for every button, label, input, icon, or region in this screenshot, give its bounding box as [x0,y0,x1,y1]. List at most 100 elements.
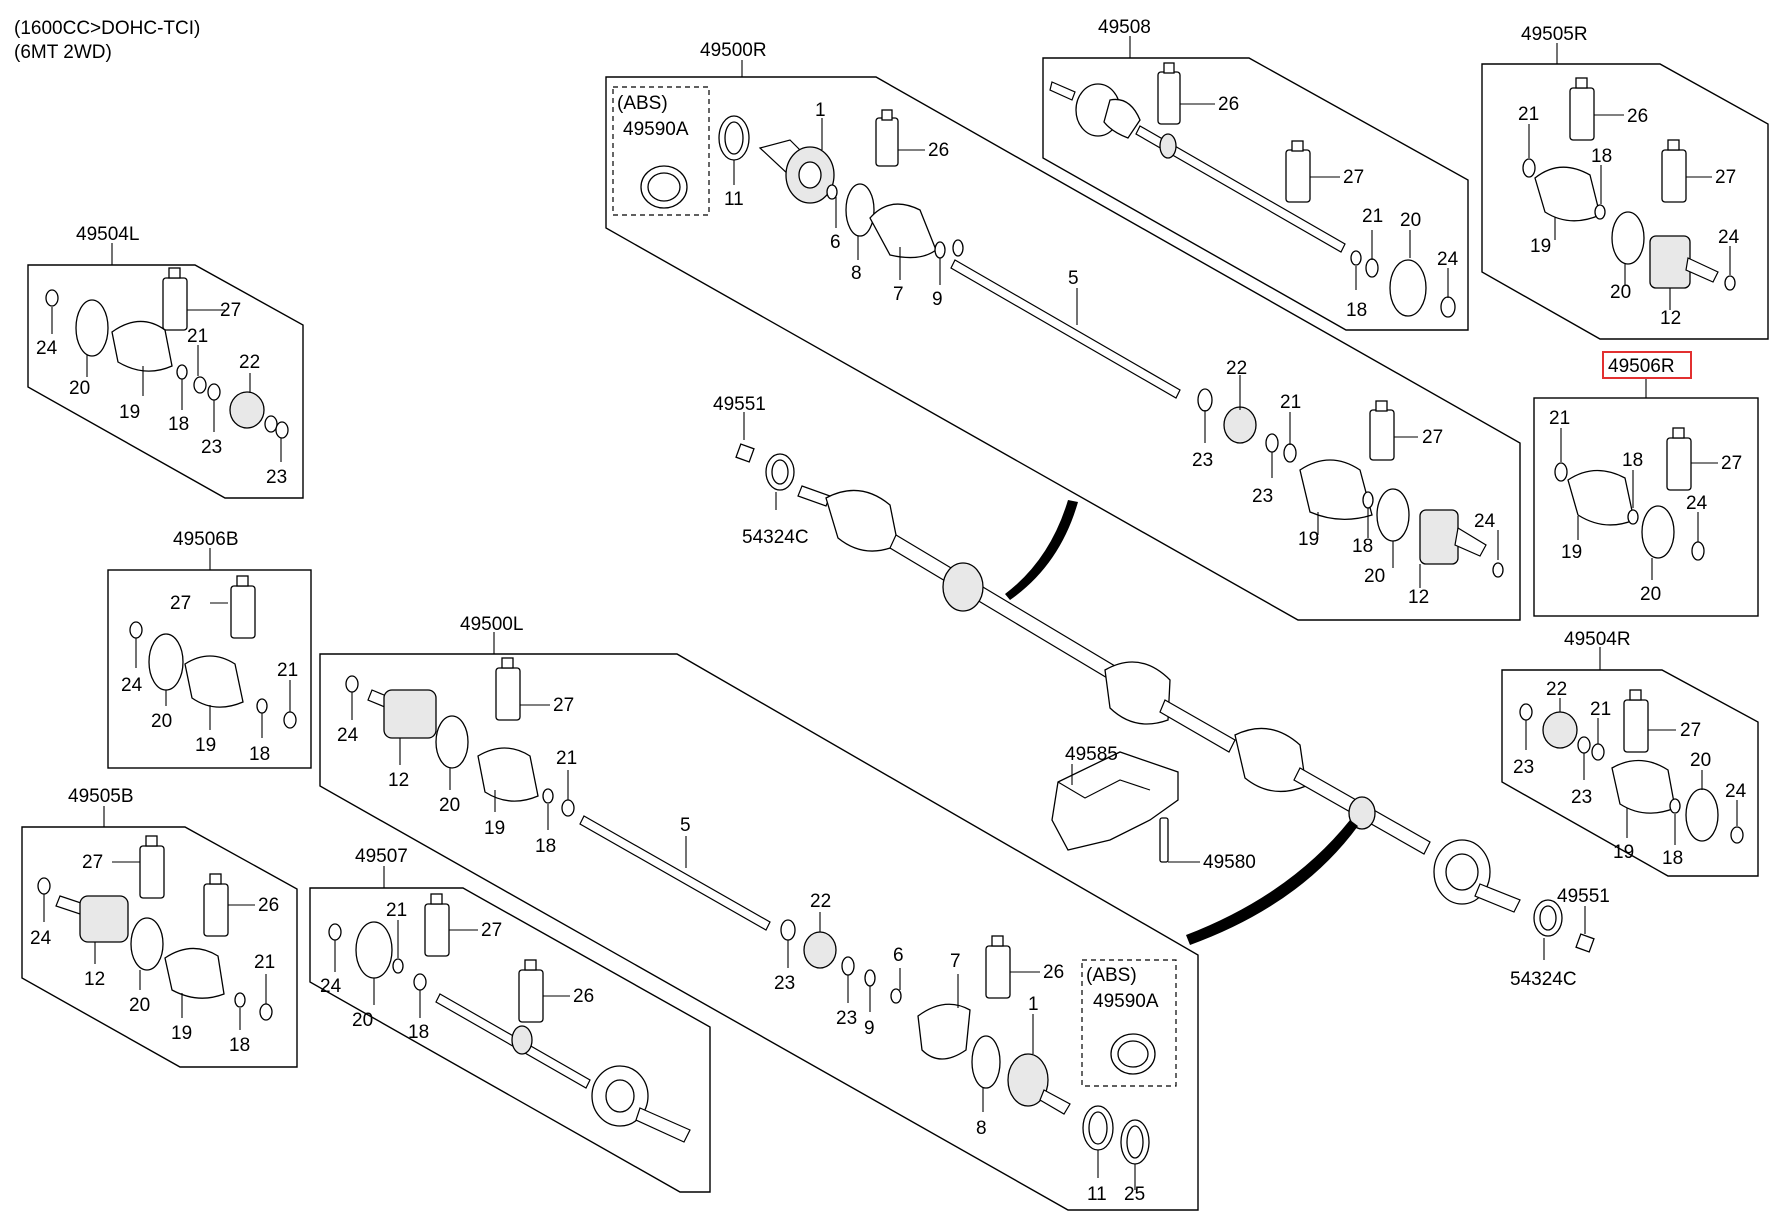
highlight-box [1602,351,1692,379]
label-27: 27 [1680,720,1701,741]
label-25: 25 [1124,1184,1145,1205]
group-49508[interactable]: 49508 26 27 21 20 24 18 [1042,17,1469,331]
label-19: 19 [119,402,140,423]
label-7: 7 [893,284,904,305]
label-21: 21 [1549,408,1570,429]
abs-label: (ABS) [1086,965,1137,986]
group-49507[interactable]: 49507 21 27 24 26 20 18 [309,846,711,1193]
part-49551-top: 49551 [713,394,766,415]
label-12: 12 [388,770,409,791]
connector-band-bottom [1186,820,1358,945]
group-title-49507: 49507 [355,846,408,867]
label-20: 20 [1400,210,1421,231]
label-1: 1 [1028,994,1039,1015]
label-24: 24 [1474,511,1496,532]
part-49551-bottom: 49551 [1557,886,1610,907]
label-18: 18 [1622,450,1643,471]
label-8: 8 [976,1118,987,1139]
label-12: 12 [84,969,105,990]
label-18: 18 [1591,146,1612,167]
group-49500R[interactable]: 49500R (ABS) 49590A [605,40,1521,621]
label-19: 19 [1561,542,1582,563]
label-19: 19 [1613,842,1634,863]
label-19: 19 [1530,236,1551,257]
part-49585: 49585 [1065,744,1118,765]
label-19: 19 [171,1023,192,1044]
label-18: 18 [1352,536,1373,557]
label-23b: 23 [1571,787,1592,808]
inner-boot [1299,459,1373,520]
group-title-49500R: 49500R [700,40,767,61]
label-22: 22 [810,891,831,912]
tripod-housing-L [383,689,437,739]
label-21: 21 [1518,104,1539,125]
group-title-49506B: 49506B [173,529,239,550]
label-1: 1 [815,100,826,121]
label-21: 21 [1590,699,1611,720]
label-21: 21 [1280,392,1301,413]
label-20: 20 [1640,584,1661,605]
label-27: 27 [553,695,574,716]
group-49505R[interactable]: 49505R 21 26 18 27 24 19 20 12 [1481,24,1769,340]
label-24: 24 [337,725,359,746]
label-19: 19 [195,735,216,756]
label-27: 27 [1422,427,1443,448]
group-49504L[interactable]: 49504L 27 24 21 20 22 19 18 23 23 [27,224,304,499]
label-7: 7 [950,951,961,972]
label-24: 24 [320,976,342,997]
label-27: 27 [1721,453,1742,474]
drive-shaft-L [579,815,771,931]
label-20: 20 [69,378,90,399]
label-20: 20 [352,1010,373,1031]
label-27: 27 [1343,167,1364,188]
label-18: 18 [1346,300,1367,321]
label-18: 18 [1662,848,1683,869]
group-49506R[interactable]: 49506R 21 18 27 24 19 20 [1533,351,1759,617]
label-20: 20 [1690,750,1711,771]
label-23a: 23 [201,437,222,458]
label-26: 26 [1218,94,1239,115]
group-49505B[interactable]: 49505B 27 26 24 12 21 20 19 18 [21,786,298,1068]
group-title-49505B: 49505B [68,786,134,807]
label-18: 18 [408,1022,429,1043]
label-26: 26 [1627,106,1648,127]
label-26: 26 [573,986,594,1007]
label-21: 21 [386,900,407,921]
label-20: 20 [439,795,460,816]
boot [869,203,937,259]
label-8: 8 [851,263,862,284]
group-49500L[interactable]: 49500L (ABS) 49590A [319,614,1199,1211]
label-26: 26 [258,895,279,916]
group-title-49504L: 49504L [76,224,139,245]
label-24: 24 [36,338,58,359]
part-54324C-top: 54324C [742,527,809,548]
abs-part-label: 49590A [1093,991,1159,1012]
label-26: 26 [1043,962,1064,983]
label-6: 6 [830,232,841,253]
label-22: 22 [239,352,260,373]
label-24: 24 [1718,227,1740,248]
label-20: 20 [1610,282,1631,303]
group-49506B[interactable]: 49506B 27 21 24 20 19 18 [107,529,312,769]
label-26: 26 [928,140,949,161]
group-title-49508: 49508 [1098,17,1151,38]
label-5: 5 [1068,268,1079,289]
label-18: 18 [535,836,556,857]
group-title-49506R: 49506R [1608,356,1675,377]
shaft-49508 [1135,125,1346,253]
label-21: 21 [1362,206,1383,227]
grease-26 [875,117,899,167]
label-18: 18 [249,744,270,765]
label-24: 24 [1725,781,1747,802]
label-5: 5 [680,815,691,836]
label-27: 27 [481,920,502,941]
group-49504R[interactable]: 49504R 22 21 27 23 20 23 24 19 18 [1501,629,1759,877]
label-27: 27 [1715,167,1736,188]
group-title-49500L: 49500L [460,614,523,635]
label-21: 21 [187,326,208,347]
label-11: 11 [724,189,744,210]
label-18: 18 [229,1035,250,1056]
group-title-49504R: 49504R [1564,629,1631,650]
label-21: 21 [277,660,298,681]
